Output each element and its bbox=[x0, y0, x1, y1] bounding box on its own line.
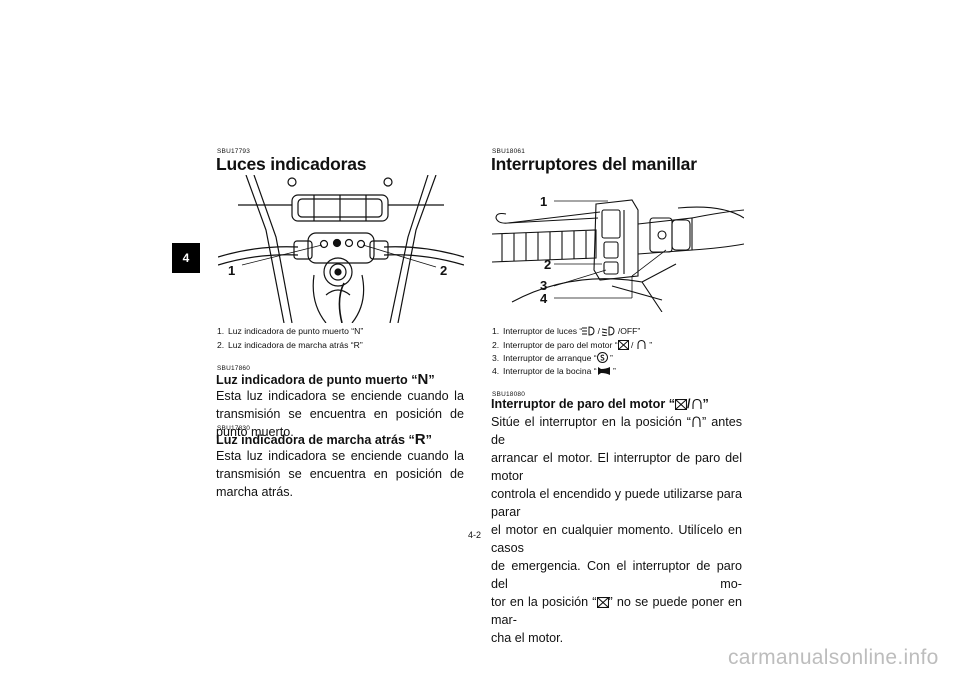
paragraph-line: cha el motor. bbox=[491, 631, 564, 645]
paragraph: Esta luz indicadora se enciende cuando l… bbox=[216, 449, 464, 499]
subsection-title: Interruptor de paro del motor “/” bbox=[491, 397, 709, 411]
figure-caption-2: 2.Luz indicadora de marcha atrás “R” bbox=[217, 340, 363, 350]
callout-1: 1 bbox=[228, 263, 236, 278]
page-title: Interruptores del manillar bbox=[491, 154, 697, 174]
paragraph-line: controla el encendido y puede utilizarse… bbox=[491, 487, 742, 519]
figure-caption-3: 3.Interruptor de arranque “ ” bbox=[492, 352, 613, 363]
paragraph-line: tor en la posición “” no se puede poner … bbox=[491, 595, 742, 627]
subsection-title: Luz indicadora de punto muerto “N” bbox=[216, 371, 435, 388]
callout-2: 2 bbox=[440, 263, 448, 278]
engine-run-icon bbox=[637, 340, 646, 349]
section-code: SBU17860 bbox=[217, 365, 251, 372]
section-code: SBU18061 bbox=[492, 148, 526, 155]
figure-caption-2: 2.Interruptor de paro del motor “ / ” bbox=[492, 340, 653, 350]
switches-illustration bbox=[491, 199, 745, 313]
chapter-tab: 4 bbox=[172, 243, 200, 273]
callout-1: 1 bbox=[540, 194, 548, 209]
engine-run-icon bbox=[692, 416, 701, 427]
section-code: SBU17793 bbox=[217, 148, 251, 155]
paragraph: Sitúe el interruptor en la posición “” a… bbox=[491, 413, 742, 647]
figure-caption-1: 1.Interruptor de luces “ / /OFF” bbox=[492, 326, 641, 336]
page-number: 4-2 bbox=[468, 530, 482, 540]
handlebar-switches-figure: 1 2 3 4 bbox=[491, 190, 745, 313]
callout-2: 2 bbox=[544, 257, 552, 272]
section-code: SBU17830 bbox=[217, 425, 251, 432]
paragraph-line: arrancar el motor. El interruptor de par… bbox=[491, 451, 742, 483]
start-icon bbox=[596, 352, 608, 363]
callout-4: 4 bbox=[540, 291, 548, 306]
callout-3: 3 bbox=[540, 278, 548, 293]
paragraph-line: el motor en cualquier momento. Utilícelo… bbox=[491, 523, 742, 555]
handlebar-illustration bbox=[217, 174, 465, 324]
high-beam-icon bbox=[582, 326, 595, 336]
engine-off-icon bbox=[617, 340, 629, 350]
engine-off-icon bbox=[596, 597, 609, 608]
section-code: SBU18080 bbox=[492, 391, 526, 398]
engine-off-icon bbox=[675, 399, 688, 410]
watermark: carmanualsonline.info bbox=[728, 646, 939, 669]
indicator-lights-figure: 1 2 bbox=[217, 174, 465, 324]
figure-caption-4: 4.Interruptor de la bocina “ ” bbox=[492, 366, 616, 376]
figure-caption-1: 1.Luz indicadora de punto muerto “N” bbox=[217, 326, 364, 336]
subsection-title: Luz indicadora de marcha atrás “R” bbox=[216, 431, 432, 448]
page-title: Luces indicadoras bbox=[216, 154, 367, 174]
paragraph: Esta luz indicadora se enciende cuando l… bbox=[216, 389, 464, 439]
horn-icon bbox=[597, 367, 610, 375]
paragraph-line: de emergencia. Con el interruptor de par… bbox=[491, 559, 742, 591]
paragraph-line: Sitúe el interruptor en la posición “” a… bbox=[491, 415, 742, 447]
engine-run-icon bbox=[691, 399, 702, 409]
low-beam-icon bbox=[602, 326, 615, 336]
